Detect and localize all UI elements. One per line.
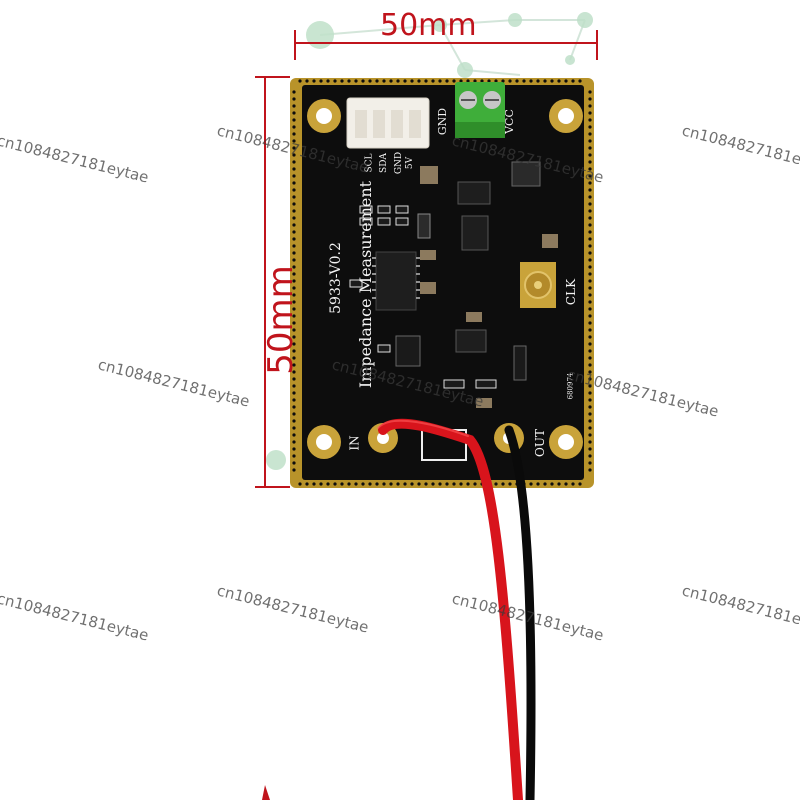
header-label-sda: SDA [378, 153, 389, 173]
mounting-holes [307, 99, 583, 459]
in-label: IN [347, 435, 362, 451]
test-leads [377, 418, 536, 800]
terminal-label-vcc: VCC [502, 109, 516, 134]
components [349, 161, 558, 461]
clk-label: CLK [564, 278, 579, 306]
board-version: 5933-V0.2 [327, 242, 344, 314]
header-label-gnd: GND [394, 151, 405, 175]
height-dimension-label: 50mm [261, 265, 301, 375]
green-terminal-block [455, 82, 505, 138]
header-label-5v: 5V [405, 156, 416, 170]
terminal-label-gnd: GND [436, 107, 450, 136]
jst-connector [346, 97, 430, 149]
board-title: Impedance Measurement [356, 180, 376, 389]
out-label: OUT [532, 429, 547, 457]
width-dimension-label: 50mm [380, 8, 477, 43]
dimension-lines [255, 30, 598, 488]
